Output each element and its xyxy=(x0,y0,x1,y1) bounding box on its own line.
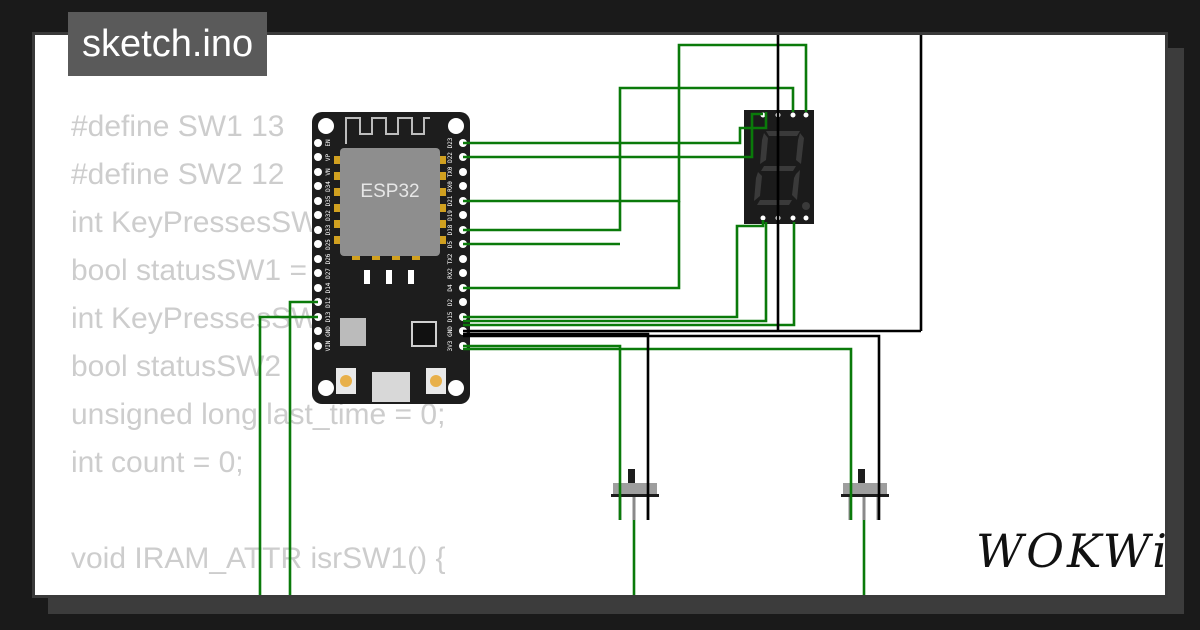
pin-label: D15 xyxy=(447,311,454,322)
sketch-filename: sketch.ino xyxy=(68,12,268,76)
pin-label: D12 xyxy=(325,297,332,308)
pin-label: D27 xyxy=(325,268,332,279)
pin-label: 3V3 xyxy=(447,340,454,351)
code-preview: #define SW1 13 #define SW2 12 int KeyPre… xyxy=(71,103,446,595)
esp32-board[interactable]: ESP32 xyxy=(312,112,470,404)
esp32-left-pins xyxy=(314,139,322,350)
pin-label: EN xyxy=(325,139,332,147)
wokwi-logo: WOKWi xyxy=(976,524,1170,578)
ground-wires xyxy=(463,35,923,520)
esp32-chip xyxy=(340,148,440,256)
code-line: int KeyPressesSW xyxy=(71,206,320,239)
slide-switch-2[interactable] xyxy=(841,469,889,520)
pin-label: D23 xyxy=(447,137,454,148)
pin-label: D13 xyxy=(325,311,332,322)
code-line: void IRAM_ATTR isrSW1() { xyxy=(71,542,446,575)
pin-label: D22 xyxy=(447,152,454,163)
pin-label: D33 xyxy=(325,224,332,235)
pin-label: D18 xyxy=(447,224,454,235)
pin-label: RX0 xyxy=(447,181,454,192)
code-line: #define SW2 12 xyxy=(71,158,285,191)
pin-label: D21 xyxy=(447,195,454,206)
pin-label: RX2 xyxy=(447,268,454,279)
pin-label: D32 xyxy=(325,210,332,221)
pin-label: D26 xyxy=(325,253,332,264)
signal-wires xyxy=(258,43,866,595)
pin-label: GND xyxy=(447,326,454,337)
code-line: SW1 = SW1 xyxy=(71,590,327,595)
code-line: int KeyPressesSW xyxy=(71,302,320,335)
pin-label: VN xyxy=(325,168,332,176)
pin-label: D2 xyxy=(447,299,454,307)
preview-card: #define SW1 13 #define SW2 12 int KeyPre… xyxy=(32,32,1168,598)
pin-label: TX0 xyxy=(447,166,454,177)
pin-label: D35 xyxy=(325,195,332,206)
pin-label: TX2 xyxy=(447,253,454,264)
pin-label: D4 xyxy=(447,284,454,292)
pin-label: D14 xyxy=(325,282,332,293)
pin-label: D19 xyxy=(447,210,454,221)
display-segments xyxy=(754,131,810,210)
pin-label: D34 xyxy=(325,181,332,192)
code-line: #define SW1 13 xyxy=(71,110,285,143)
code-line: bool statusSW2 xyxy=(71,350,282,383)
pin-label: VIN xyxy=(325,340,332,351)
pin-label: D5 xyxy=(447,241,454,249)
chip-label: ESP32 xyxy=(360,181,419,202)
code-line: int count = 0; xyxy=(71,446,244,479)
pin-label: VP xyxy=(325,154,332,162)
pin-label: D25 xyxy=(325,239,332,250)
pin-label: GND xyxy=(325,326,332,337)
slide-switch-1[interactable] xyxy=(611,469,659,520)
code-line: bool statusSW1 = xyxy=(71,254,307,287)
